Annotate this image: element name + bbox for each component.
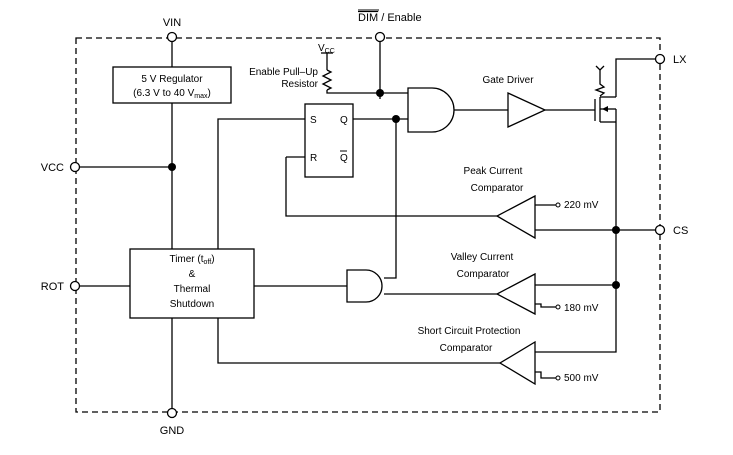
lx-label: LX (673, 54, 687, 66)
valley-label-1: Valley Current (451, 252, 514, 263)
ff-r-label: R (310, 153, 317, 164)
short-label-2: Comparator (440, 343, 493, 354)
pin-rot (69, 280, 81, 292)
valley-comparator (495, 272, 536, 316)
gate-resistor-icon (594, 70, 606, 97)
pin-cs (654, 224, 666, 236)
gate-driver-label: Gate Driver (482, 75, 534, 86)
timer-label-1: Timer (toff) (169, 254, 214, 266)
regulator-title: 5 V Regulator (141, 74, 203, 85)
mosfet-arrow-icon (595, 65, 605, 71)
cs-label: CS (673, 225, 688, 237)
gnd-label: GND (160, 425, 185, 437)
dim-enable-text: / Enable (378, 12, 421, 24)
short-circuit-comparator (498, 340, 536, 386)
vin-label: VIN (163, 17, 181, 29)
valley-label-2: Comparator (457, 269, 510, 280)
short-ref: 500 mV (564, 373, 599, 384)
timer-block (129, 248, 255, 319)
pin-gnd (166, 407, 178, 419)
peak-ref: 220 mV (564, 200, 599, 211)
dim-label: DIM / Enable (358, 12, 422, 24)
ff-s-label: S (310, 115, 317, 126)
timer-label-2: & (189, 269, 196, 280)
junction-dots (168, 89, 620, 289)
pin-dim (374, 31, 386, 43)
pin-lx (654, 53, 666, 65)
wires (80, 42, 655, 408)
valley-ref: 180 mV (564, 303, 599, 314)
pin-vin (166, 31, 178, 43)
pullup-label-1: Enable Pull–Up (249, 67, 318, 78)
regulator-block (112, 66, 232, 104)
pullup-vcc: VCC (318, 43, 335, 55)
peak-comparator (495, 194, 536, 240)
gate-driver-buffer (507, 91, 547, 129)
ff-q-label: Q (340, 115, 348, 126)
and-gate-enable (407, 87, 455, 133)
mosfet-symbol (594, 96, 617, 123)
peak-label-1: Peak Current (464, 166, 523, 177)
pin-vcc (69, 161, 81, 173)
timer-label-4: Shutdown (170, 299, 214, 310)
timer-label-3: Thermal (174, 284, 211, 295)
regulator-range: (6.3 V to 40 Vmax) (133, 88, 211, 100)
and-gate-valley (346, 269, 383, 303)
rot-label: ROT (41, 281, 65, 293)
short-label-1: Short Circuit Protection (418, 326, 521, 337)
peak-label-2: Comparator (471, 183, 524, 194)
pullup-label-2: Resistor (281, 79, 318, 90)
vcc-label: VCC (41, 162, 64, 174)
ff-qbar-label: Q (340, 153, 348, 164)
pins (69, 31, 666, 419)
dim-bar-text: DIM (358, 12, 378, 24)
flipflop-block (304, 103, 354, 178)
